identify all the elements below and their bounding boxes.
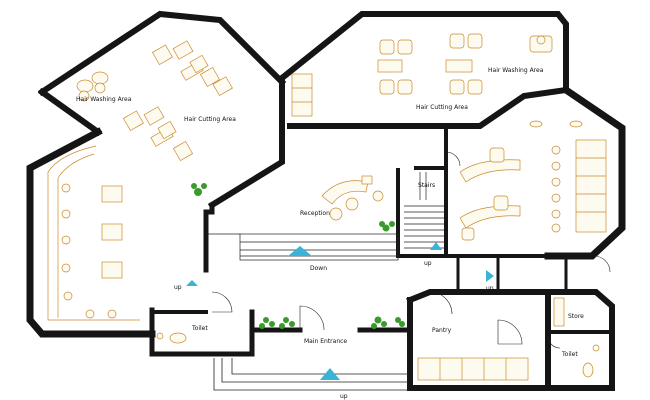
room-labels: Hair Washing Area Hair Cutting Area Hair… bbox=[76, 67, 584, 400]
arrow-right-icon bbox=[478, 270, 494, 282]
arrow-up-left-icon bbox=[186, 280, 198, 292]
label-up-left: up bbox=[174, 284, 182, 291]
plant-entrance-left bbox=[259, 317, 295, 329]
label-pantry: Pantry bbox=[432, 327, 452, 334]
arrow-up-icon bbox=[320, 368, 340, 388]
label-up-bottom: up bbox=[340, 393, 348, 400]
plant-left-corner bbox=[191, 183, 207, 196]
label-store: Store bbox=[568, 313, 584, 320]
arrow-down-icon bbox=[288, 246, 312, 262]
label-hair-washing-right: Hair Washing Area bbox=[488, 67, 544, 74]
door-swings bbox=[211, 151, 611, 349]
toilet-fixtures bbox=[156, 332, 600, 378]
label-toilet-left: Toilet bbox=[191, 325, 208, 332]
store-shelves bbox=[553, 297, 565, 327]
arrow-up-stair-icon bbox=[430, 242, 442, 254]
cutting-chairs-left-lower bbox=[122, 106, 194, 162]
cutting-chairs-left-upper bbox=[151, 40, 233, 97]
label-hair-cutting-right: Hair Cutting Area bbox=[416, 104, 468, 111]
label-up-stair: up bbox=[424, 260, 432, 267]
plant-center bbox=[379, 221, 395, 232]
cutting-chairs-right bbox=[377, 33, 483, 95]
staircase bbox=[404, 172, 444, 249]
main-stairs-down bbox=[206, 233, 399, 261]
benches-right-salon bbox=[291, 73, 313, 117]
label-stairs: Stairs bbox=[418, 182, 435, 189]
label-main-entrance: Main Entrance bbox=[304, 338, 347, 345]
label-toilet-right: Toilet bbox=[561, 351, 578, 358]
spa-stations bbox=[529, 120, 607, 233]
spa-recliners bbox=[459, 147, 521, 241]
arrows bbox=[186, 242, 494, 388]
wash-chairs-left bbox=[76, 71, 109, 102]
label-reception: Reception bbox=[300, 210, 330, 217]
label-up-right: up bbox=[486, 285, 494, 292]
wash-unit-right bbox=[529, 35, 553, 53]
label-hair-washing-left: Hair Washing Area bbox=[76, 96, 132, 103]
pantry-counter bbox=[417, 357, 529, 381]
label-down: Down bbox=[310, 265, 327, 272]
plants bbox=[191, 183, 405, 329]
plant-entrance-right bbox=[371, 316, 405, 329]
label-hair-cutting-left: Hair Cutting Area bbox=[184, 116, 236, 123]
furniture bbox=[47, 33, 611, 391]
lounge-sofa bbox=[47, 145, 140, 321]
entrance-steps bbox=[213, 342, 410, 391]
walls bbox=[26, 10, 626, 391]
reception-desk bbox=[321, 175, 384, 221]
